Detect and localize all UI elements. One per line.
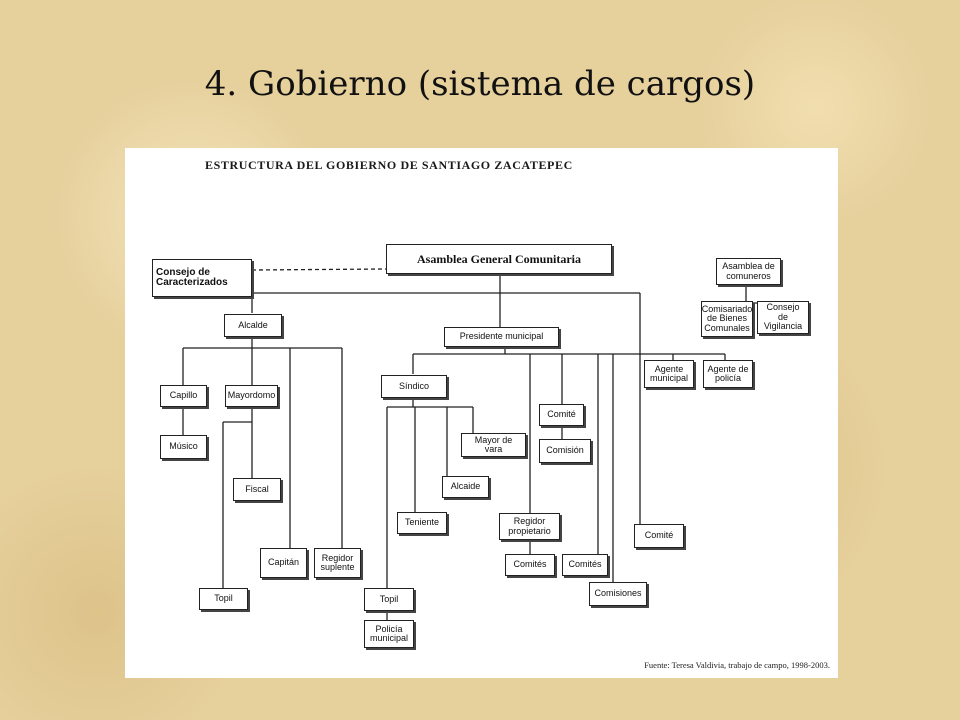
node-teniente: Teniente [397, 512, 447, 534]
node-regidor-suplente: Regidor suplente [314, 548, 361, 578]
node-alcaide: Alcaide [442, 476, 489, 498]
node-capillo: Capillo [160, 385, 207, 407]
node-comisiones: Comisiones [589, 582, 647, 606]
node-comision: Comisión [539, 439, 591, 463]
node-sindico: Síndico [381, 375, 447, 398]
node-topil-sindico: Topil [364, 588, 414, 611]
node-comite: Comité [539, 404, 584, 426]
node-asamblea-comuneros: Asamblea de comuneros [716, 258, 781, 285]
node-regidor-propietario: Regidor propietario [499, 513, 560, 540]
org-chart-connectors [182, 268, 777, 620]
source-note: Fuente: Teresa Valdivia, trabajo de camp… [644, 660, 830, 670]
node-topil-alcalde: Topil [199, 588, 248, 610]
node-presidente-municipal: Presidente municipal [444, 327, 559, 347]
node-consejo-caracterizados: Consejo de Caracterizados [152, 259, 252, 297]
node-capitan: Capitán [260, 548, 307, 578]
connector [251, 268, 387, 271]
diagram-title: ESTRUCTURA DEL GOBIERNO DE SANTIAGO ZACA… [205, 158, 573, 172]
node-consejo-vigilancia: Consejo de Vigilancia [757, 301, 809, 334]
node-agente-policia: Agente de policía [703, 360, 753, 388]
slide-title: 4. Gobierno (sistema de cargos) [204, 64, 756, 104]
node-agente-municipal: Agente municipal [644, 360, 694, 388]
node-comites-a: Comités [505, 554, 555, 576]
node-comites-b: Comités [562, 554, 608, 576]
node-asamblea-general: Asamblea General Comunitaria [386, 244, 612, 274]
node-mayordomo: Mayordomo [225, 385, 278, 407]
node-policia-municipal: Policía municipal [364, 620, 414, 648]
node-comite-right: Comité [634, 524, 684, 548]
node-musico: Músico [160, 435, 207, 459]
node-alcalde: Alcalde [224, 314, 282, 337]
node-mayor-de-vara: Mayor de vara [461, 433, 526, 457]
org-chart: ESTRUCTURA DEL GOBIERNO DE SANTIAGO ZACA… [125, 148, 838, 678]
node-comisariado: Comisariado de Bienes Comunales [701, 301, 753, 337]
node-fiscal: Fiscal [233, 478, 281, 501]
